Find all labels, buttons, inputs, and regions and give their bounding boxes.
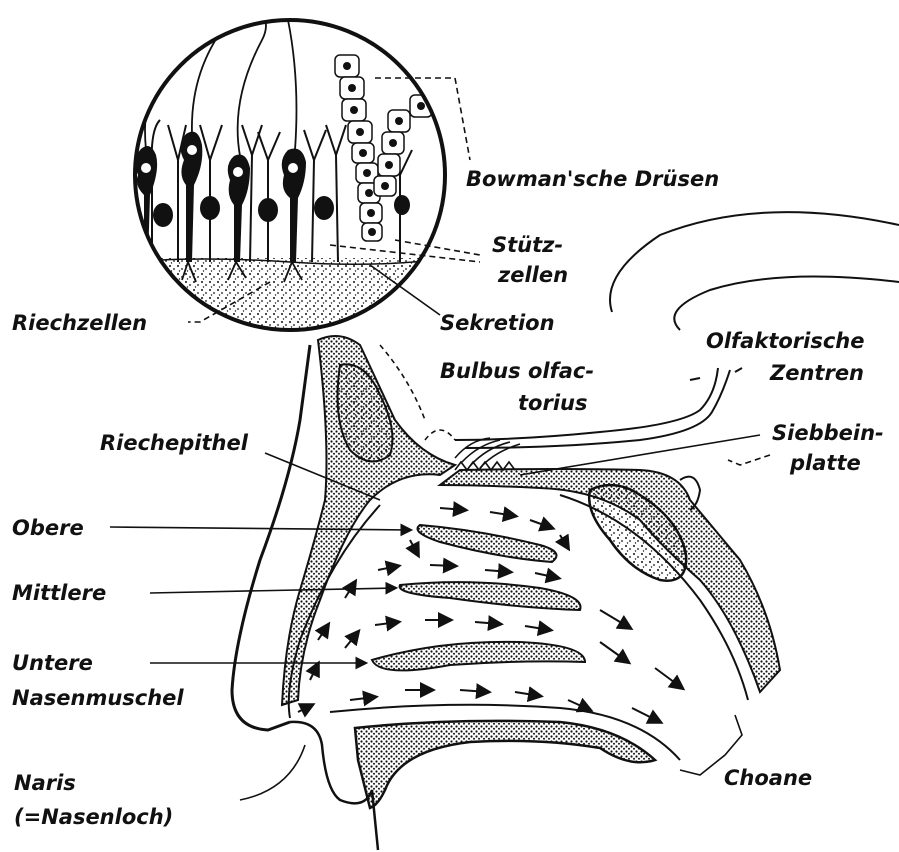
label-stuetz-2: zellen: [497, 263, 568, 287]
label-riechepithel: Riechepithel: [100, 431, 249, 455]
label-obere: Obere: [12, 516, 84, 540]
label-sekretion: Sekretion: [440, 311, 555, 335]
label-riechzellen: Riechzellen: [12, 311, 147, 335]
label-choane: Choane: [724, 766, 812, 790]
label-stuetz-1: Stütz-: [492, 233, 563, 257]
label-siebbein-1: Siebbein-: [772, 421, 884, 445]
label-siebbein-2: platte: [789, 451, 861, 475]
label-olfaktorische-1: Olfaktorische: [706, 329, 864, 353]
label-olfaktorische-2: Zentren: [769, 361, 864, 385]
label-bulbus-1: Bulbus olfac-: [440, 359, 594, 383]
label-nasenmuschel: Nasenmuschel: [12, 686, 184, 710]
label-bulbus-2: torius: [518, 391, 587, 415]
label-mittlere: Mittlere: [12, 581, 106, 605]
label-naris-2: (=Nasenloch): [14, 805, 173, 829]
label-bowman: Bowman'sche Drüsen: [466, 167, 719, 191]
label-naris-1: Naris: [14, 771, 76, 795]
label-untere: Untere: [12, 651, 93, 675]
magnified-epithelium: [130, 12, 450, 338]
